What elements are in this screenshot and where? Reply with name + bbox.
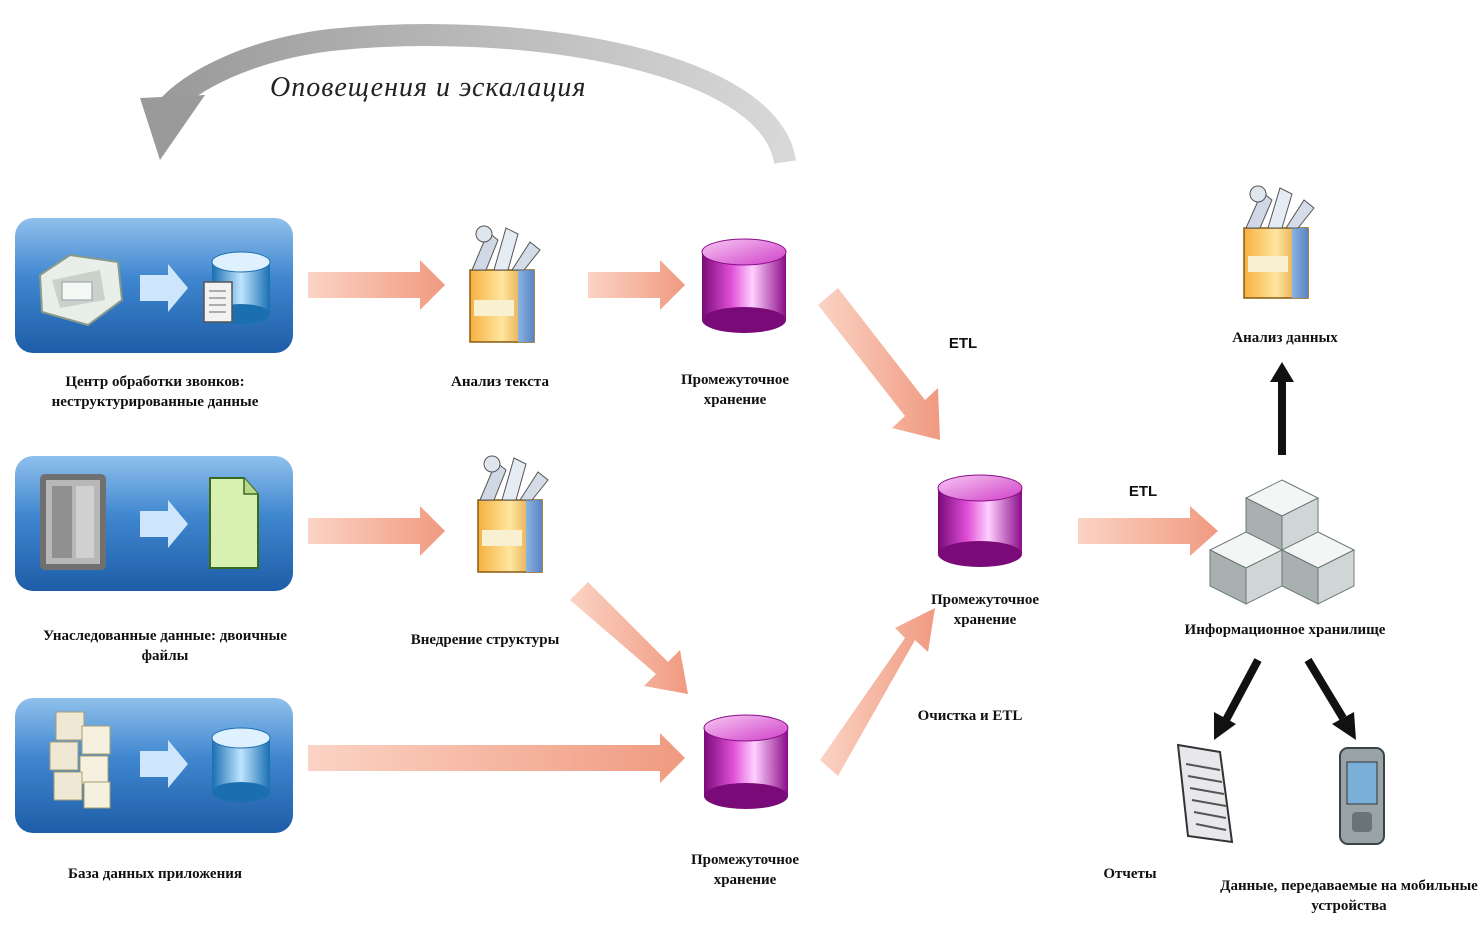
reports-label: Отчеты — [1103, 866, 1157, 882]
blocks-icon — [49, 711, 111, 809]
phone-icon — [38, 253, 124, 327]
convert-arrow-icon — [140, 500, 188, 548]
escalation-arrow — [140, 24, 796, 165]
transform-tool-icon — [477, 455, 549, 573]
report-document-icon — [1176, 743, 1234, 844]
data-analysis-tool-icon — [1243, 185, 1315, 299]
staging-top-label: Промежуточное хранение — [680, 372, 790, 409]
warehouse-cubes-icon — [1208, 479, 1356, 605]
database-icon — [203, 251, 271, 324]
database-icon — [211, 727, 271, 802]
warehouse-label: Информационное хранилище — [1184, 622, 1386, 638]
black-arrows — [1214, 362, 1356, 740]
source-panel-callcenter — [15, 218, 293, 353]
arrow-callcenter-to-text — [308, 260, 445, 310]
flow-arrows — [308, 260, 1218, 783]
staging-bottom-cylinder-icon — [703, 714, 789, 809]
source-panel-appdb — [15, 698, 293, 833]
staging-center-label: Промежуточное хранение — [930, 592, 1040, 629]
etl-cleanup-label: Очистка и ETL — [917, 708, 1023, 724]
server-icon — [40, 474, 106, 570]
data-analysis-label: Анализ данных — [1232, 330, 1338, 346]
mobile-label: Данные, передаваемые на мобильные устрой… — [1220, 878, 1478, 915]
arrow-appdb-to-staging — [308, 733, 685, 783]
escalation-label: Оповещения и эскалация — [270, 72, 587, 103]
etl-top-label: ETL — [948, 335, 978, 352]
source-callcenter-label: Центр обработки звонков: неструктурирова… — [51, 374, 259, 411]
convert-arrow-icon — [140, 264, 188, 312]
text-analysis-tool-icon — [469, 225, 541, 343]
arrow-center-to-warehouse — [1078, 506, 1218, 556]
source-appdb-label: База данных приложения — [68, 866, 242, 882]
etl-right-label: ETL — [1128, 483, 1158, 500]
mobile-device-icon — [1339, 747, 1385, 845]
arrow-staging-top-to-center — [818, 288, 940, 440]
transform-label: Внедрение структуры — [410, 632, 560, 648]
arrow-transform-to-staging — [570, 582, 688, 694]
text-analysis-label: Анализ текста — [451, 374, 549, 390]
arrow-text-to-staging — [588, 260, 685, 310]
staging-top-cylinder-icon — [701, 238, 787, 333]
staging-bottom-label: Промежуточное хранение — [690, 852, 800, 889]
staging-center-cylinder-icon — [937, 474, 1023, 567]
source-legacy-label: Унаследованные данные: двоичные файлы — [43, 628, 287, 665]
file-icon — [209, 477, 259, 569]
arrow-legacy-to-transform — [308, 506, 445, 556]
arrow-staging-bottom-to-center — [820, 608, 935, 776]
convert-arrow-icon — [140, 740, 188, 788]
source-panel-legacy — [15, 456, 293, 591]
